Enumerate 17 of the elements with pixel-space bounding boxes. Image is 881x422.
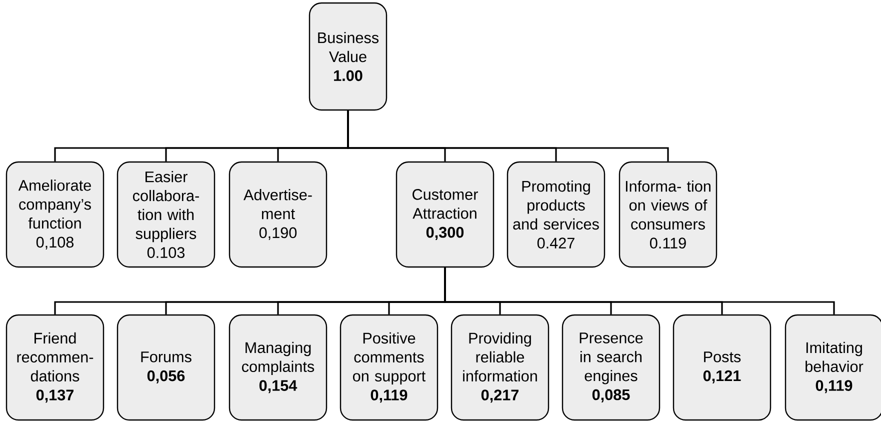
connector-line	[444, 268, 835, 314]
connector-line	[347, 110, 669, 162]
rounded-box: Managing complaints 0,154	[228, 314, 328, 421]
rounded-box: Posts 0,121	[672, 314, 772, 421]
rounded-box: Forums 0,056	[116, 314, 216, 421]
rounded-box: Friend recommen- dations 0,137	[6, 314, 104, 421]
rounded-box: Providing reliable information 0,217	[450, 314, 550, 421]
rounded-box: Easier collabora- tion with suppliers 0.103	[116, 161, 216, 268]
rounded-box: Customer Attraction 0,300	[396, 161, 494, 268]
rounded-box: Ameliorate company’s function 0,108	[6, 161, 104, 268]
rounded-box: Positive comments on support 0,119	[340, 314, 438, 421]
rounded-box: Advertise- ment 0,190	[228, 161, 328, 268]
rounded-box: Imitating behavior 0,119	[784, 314, 881, 421]
rounded-box: Business Value 1.00	[308, 2, 388, 111]
rounded-box: Promoting products and services 0.427	[506, 161, 606, 268]
rounded-box: Presence in search engines 0,085	[562, 314, 660, 421]
rounded-box: Informa- tion on views of consumers 0.119	[618, 161, 718, 268]
